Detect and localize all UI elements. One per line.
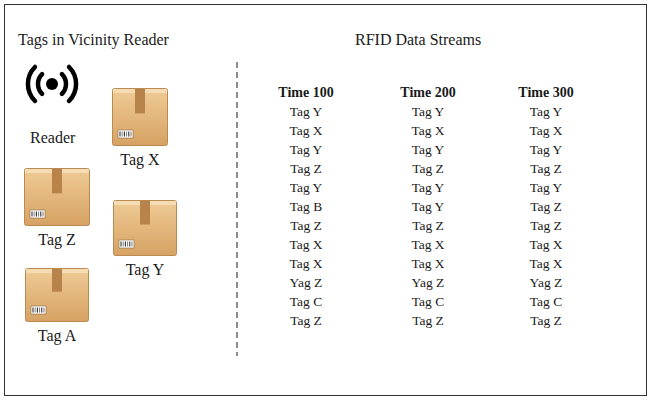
table-cell: Tag X [246,236,366,254]
package-tag: Tag A [25,268,89,348]
package-box [113,200,177,256]
table-cell: Tag C [486,293,606,311]
package-box [24,168,90,226]
package-body [113,89,168,146]
barcode-symbol [31,306,46,314]
table-cell: Tag Y [368,179,488,197]
table-cell: Tag Y [486,179,606,197]
barcode-symbol [30,210,45,218]
package-tape [52,269,62,292]
table-cell: Tag X [368,236,488,254]
table-cell: Tag Y [486,103,606,121]
package-box [25,268,89,322]
package-box [112,88,168,146]
section-heading: Tags in Vicinity Reader [18,31,169,49]
package-tape [52,169,62,193]
table-cell: Tag Z [368,312,488,330]
table-cell: Tag Z [486,312,606,330]
table-cell: Tag X [368,255,488,273]
table-cell: Tag C [368,293,488,311]
table-cell: Tag X [368,122,488,140]
column-header: Time 200 [368,84,488,102]
table-cell: Tag Y [246,179,366,197]
table-cell: Tag Y [246,141,366,159]
barcode-symbol [118,130,133,138]
table-cell: Tag Z [246,160,366,178]
table-cell: Tag Z [368,217,488,235]
table-cell: Tag Y [246,103,366,121]
package-tag: Tag X [112,88,168,172]
package-body [26,269,89,322]
reader-dot [46,78,58,90]
package-tape [140,201,150,225]
tag-label: Tag X [92,151,188,169]
table-cell: Tag Y [368,141,488,159]
column-header: Time 300 [486,84,606,102]
package-tag: Tag Y [113,200,177,282]
table-cell: Yag Z [486,274,606,292]
table-cell: Tag Z [486,198,606,216]
table-cell: Tag Z [486,160,606,178]
table-cell: Tag X [246,122,366,140]
table-cell: Tag B [246,198,366,216]
reader-wave [62,74,66,94]
table-cell: Tag X [486,236,606,254]
package-body [25,169,90,226]
reader-wave [69,67,76,101]
table-cell: Tag Y [486,141,606,159]
table-cell: Tag C [246,293,366,311]
tag-label: Tag Y [93,261,197,279]
column-header: Time 100 [246,84,366,102]
table-cell: Tag Z [368,160,488,178]
table-cell: Tag Y [368,103,488,121]
divider-line [236,62,237,356]
section-heading: RFID Data Streams [355,31,475,49]
reader-wave [28,67,35,101]
table-cell: Yag Z [246,274,366,292]
barcode-symbol [119,240,134,248]
table-cell: Tag X [486,122,606,140]
table-cell: Tag X [246,255,366,273]
table-cell: Tag Z [246,217,366,235]
reader-label: Reader [30,129,75,147]
reader-wave [38,74,42,94]
table-cell: Tag Z [486,217,606,235]
table-cell: Yag Z [368,274,488,292]
package-tag: Tag Z [24,168,90,252]
tag-label: Tag A [5,327,109,345]
reader-symbol [28,67,76,101]
package-body [114,201,177,256]
tag-label: Tag Z [4,231,110,249]
table-cell: Tag X [486,255,606,273]
frame-border [5,5,647,396]
package-tape [135,89,145,113]
table-cell: Tag Z [246,312,366,330]
table-cell: Tag Y [368,198,488,216]
